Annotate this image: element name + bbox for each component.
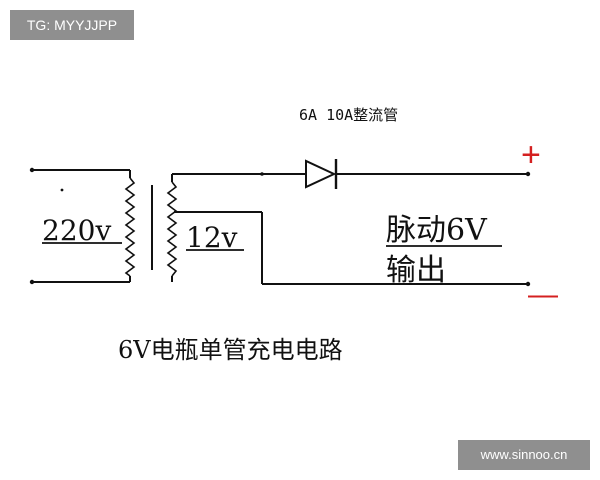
circuit-title: 6V电瓶单管充电电路 <box>118 336 343 364</box>
primary-coil <box>124 177 136 277</box>
junction-dot <box>260 172 264 176</box>
output-label-line2: 输出 <box>386 253 446 288</box>
diode-symbol <box>305 159 337 189</box>
output-label-line1: 脉动6V <box>386 213 488 248</box>
plus-sign: + <box>521 136 541 174</box>
primary-top-terminal <box>29 167 35 173</box>
minus-sign: — <box>528 278 558 311</box>
primary-voltage-label: 220v <box>42 214 111 247</box>
primary-mark-dot <box>60 188 64 192</box>
output-negative-terminal <box>525 281 531 287</box>
rectifier-label: 6A 10A整流管 <box>299 106 398 124</box>
watermark-bottom-right: www.sinnoo.cn <box>458 440 590 470</box>
watermark-top-left: TG: MYYJJPP <box>10 10 134 40</box>
secondary-voltage-label: 12v <box>186 221 238 254</box>
secondary-coil <box>166 181 178 277</box>
primary-bottom-terminal <box>29 279 35 285</box>
output-positive-terminal <box>525 171 531 177</box>
